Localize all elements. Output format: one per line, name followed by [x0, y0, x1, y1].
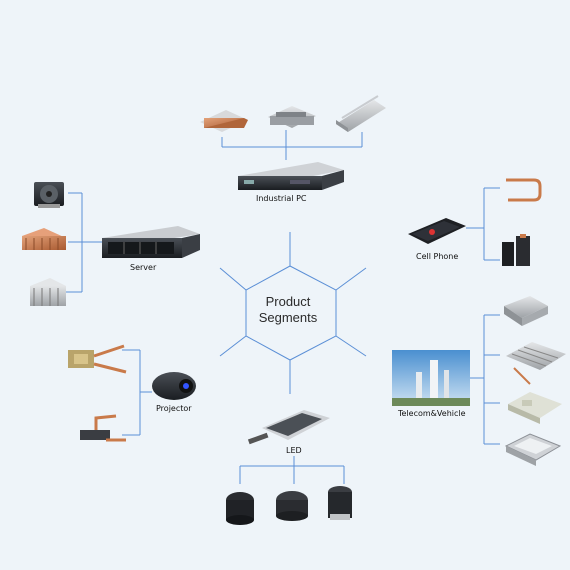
- cell-phone-tree: [466, 187, 500, 261]
- die-cast-housing-image: [508, 392, 562, 424]
- heatpipe-block-image: [68, 344, 127, 374]
- aluminum-fin-sink-image: [506, 342, 566, 385]
- copper-heatpipe-loop-image: [506, 178, 542, 202]
- copper-bracket-image: [80, 414, 126, 442]
- led-tree: [239, 456, 345, 484]
- radial-heatsink-1-image: [226, 492, 254, 525]
- center-title-line2: Segments: [258, 310, 318, 325]
- label-led: LED: [286, 446, 302, 455]
- center-title: Product Segments: [248, 294, 328, 326]
- cooling-frame-image: [504, 433, 562, 466]
- telecom-tower-photo: [392, 350, 470, 406]
- spoke-top-right: [335, 267, 367, 291]
- label-industrial-pc: Industrial PC: [256, 194, 307, 203]
- projector-tree: [122, 349, 152, 436]
- aluminum-tower-cooler-image: [30, 278, 66, 306]
- radial-heatsink-3-image: [328, 486, 352, 520]
- copper-cooler-image: [200, 110, 248, 132]
- industrial-pc-tree: [221, 130, 363, 160]
- server-tree: [66, 192, 102, 293]
- server-rack-image: [102, 226, 200, 258]
- radial-heatsink-2-image: [276, 491, 308, 521]
- industrial-pc-image: [238, 162, 344, 190]
- spoke-bottom-right: [335, 335, 367, 357]
- center-title-line1: Product: [265, 294, 311, 309]
- telecom-tree: [470, 314, 500, 445]
- aluminum-cooler-image: [268, 106, 316, 128]
- projector-image: [152, 372, 196, 400]
- aluminum-heatpipe-sink-image: [336, 95, 386, 132]
- label-server: Server: [130, 263, 157, 272]
- fan-cooler-image: [34, 182, 64, 208]
- spoke-bottom-left: [219, 335, 247, 357]
- label-projector: Projector: [156, 404, 192, 413]
- cell-phone-image: [408, 218, 466, 244]
- spoke-top-left: [219, 267, 247, 291]
- led-street-light-image: [247, 410, 330, 445]
- copper-fin-cooler-image: [22, 228, 66, 250]
- cavity-filter-image: [504, 296, 548, 326]
- graphite-sheet-image: [502, 234, 530, 266]
- label-cell-phone: Cell Phone: [416, 252, 459, 261]
- label-telecom-vehicle: Telecom&Vehicle: [398, 409, 466, 418]
